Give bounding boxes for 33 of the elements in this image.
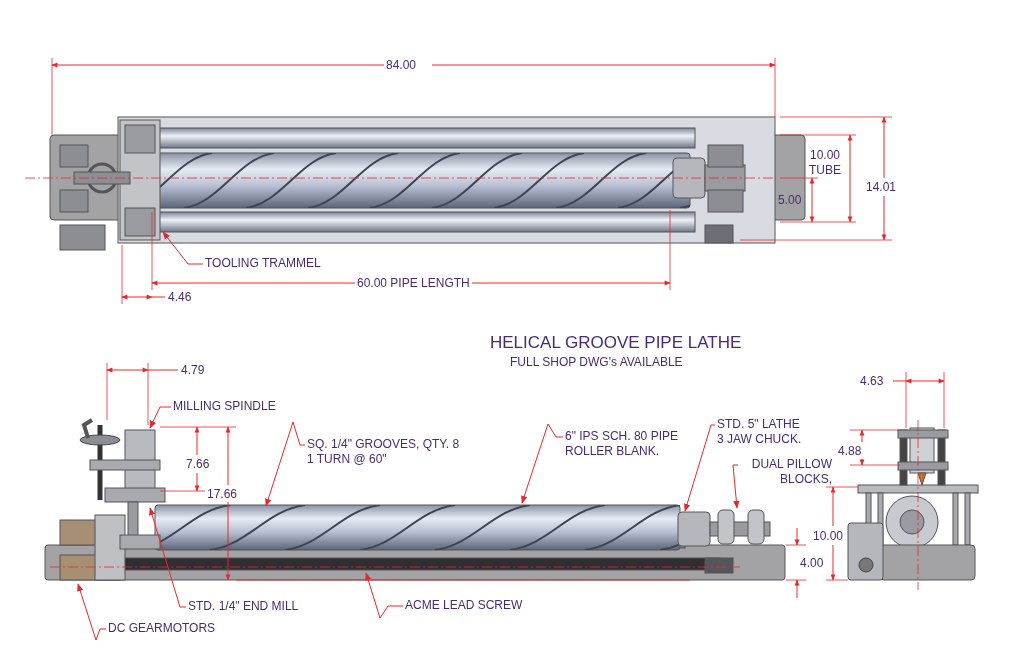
dimension-value: 4.46 bbox=[168, 290, 192, 305]
dimension-value: 84.00 bbox=[386, 58, 417, 73]
dimension-value: 60.00 PIPE LENGTH bbox=[357, 276, 470, 291]
callout-label: DC GEARMOTORS bbox=[108, 621, 216, 636]
leader-line bbox=[149, 507, 187, 608]
callout-label: 6" IPS SCH. 80 PIPE ROLLER BLANK. bbox=[565, 429, 697, 459]
callout-label: STD. 1/4" END MILL bbox=[188, 599, 299, 614]
dimension-value: 10.00 bbox=[813, 529, 844, 544]
dimension-value: 14.01 bbox=[866, 180, 897, 195]
leader-line bbox=[732, 464, 740, 509]
callout-label: STD. 5" LATHE 3 JAW CHUCK. bbox=[717, 417, 809, 447]
callout-label: MILLING SPINDLE bbox=[173, 399, 276, 414]
dimension-value: 4.63 bbox=[860, 374, 884, 389]
caption: FULL SHOP DWG's AVAILABLE bbox=[510, 355, 683, 370]
dimension-value: 5.00 bbox=[778, 193, 802, 208]
callout-label: ACME LEAD SCREW bbox=[405, 598, 523, 613]
callout-label: SQ. 1/4" GROOVES, QTY. 8 1 TURN @ 60" bbox=[307, 437, 465, 467]
leader-line bbox=[162, 231, 204, 265]
dimension-value: 4.00 bbox=[800, 556, 824, 571]
callout-label: DUAL PILLOW BLOCKS, bbox=[740, 457, 832, 487]
dimension-value: 4.88 bbox=[838, 444, 862, 459]
leader-line bbox=[265, 421, 306, 507]
leader-line bbox=[77, 583, 107, 641]
dimension-value: 10.00 TUBE bbox=[808, 148, 842, 178]
leader-line bbox=[684, 424, 716, 512]
title: HELICAL GROOVE PIPE LATHE bbox=[490, 333, 742, 353]
leader-line bbox=[365, 572, 404, 619]
leader-line bbox=[149, 406, 172, 429]
dimension-value: 17.66 bbox=[207, 487, 238, 502]
callout-label: TOOLING TRAMMEL bbox=[205, 256, 321, 271]
dimension-value: 7.66 bbox=[186, 457, 210, 472]
leader-line bbox=[521, 423, 564, 504]
dimension-value: 4.79 bbox=[181, 363, 205, 378]
